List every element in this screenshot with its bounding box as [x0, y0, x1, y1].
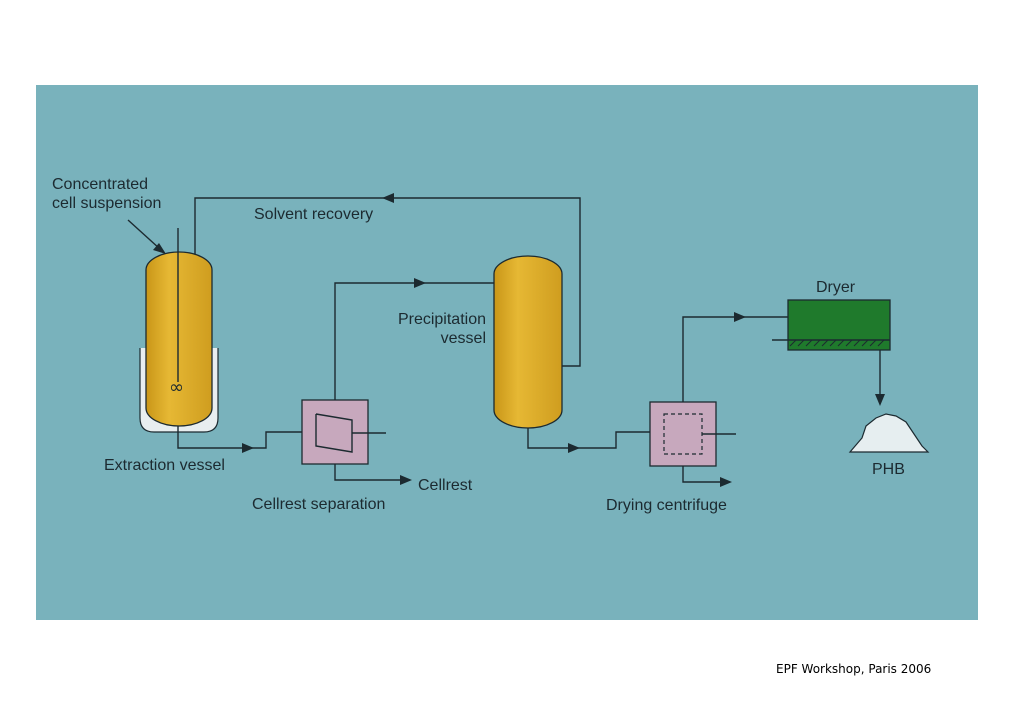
precipitation-vessel — [493, 255, 563, 429]
label-solvent-recovery: Solvent recovery — [254, 206, 373, 223]
solvent-recovery-arrowhead — [382, 193, 394, 203]
stirrer-icon: ∞ — [169, 377, 184, 398]
footer-caption: EPF Workshop, Paris 2006 — [776, 662, 932, 676]
label-drying-centrifuge: Drying centrifuge — [606, 497, 727, 514]
feed-arrow-line — [127, 219, 161, 250]
extraction-vessel — [139, 251, 219, 433]
centrifuge-outflow-arrowhead — [720, 477, 732, 487]
feed-arrowhead — [153, 243, 166, 254]
extraction-to-separation-line — [177, 426, 302, 449]
label-concentrated-line2: cell suspension — [52, 195, 161, 212]
precipitation-to-centrifuge-line — [527, 428, 650, 449]
label-dryer: Dryer — [816, 279, 856, 296]
phb-product-pile — [848, 413, 930, 453]
dryer-belt-hatching — [789, 339, 885, 347]
centrifuge-to-dryer-line — [682, 316, 788, 402]
cellrest-outflow-line — [334, 464, 410, 481]
precipitation-outflow-arrowhead — [568, 443, 580, 453]
to-dryer-arrowhead — [734, 312, 746, 322]
label-precipitation-line1: Precipitation — [398, 311, 486, 328]
label-precipitation-line2: vessel — [441, 330, 486, 347]
product-arrowhead — [875, 394, 885, 406]
extraction-vessel-body — [145, 251, 213, 427]
label-extraction-vessel: Extraction vessel — [104, 457, 225, 474]
label-concentrated-line1: Concentrated — [52, 176, 148, 193]
solvent-recovery-line — [194, 197, 581, 367]
separation-to-precipitation-line — [334, 282, 494, 400]
label-cellrest-separation: Cellrest separation — [252, 496, 385, 513]
separator-symbol — [315, 413, 353, 453]
dryer-unit — [787, 299, 891, 351]
label-phb: PHB — [872, 461, 905, 478]
extraction-outflow-arrowhead — [242, 443, 254, 453]
to-precipitation-arrowhead — [414, 278, 426, 288]
cellrest-arrowhead — [400, 475, 412, 485]
centrifuge-outflow-line — [682, 466, 730, 483]
label-cellrest: Cellrest — [418, 477, 473, 494]
cellrest-separation-unit — [301, 399, 369, 465]
